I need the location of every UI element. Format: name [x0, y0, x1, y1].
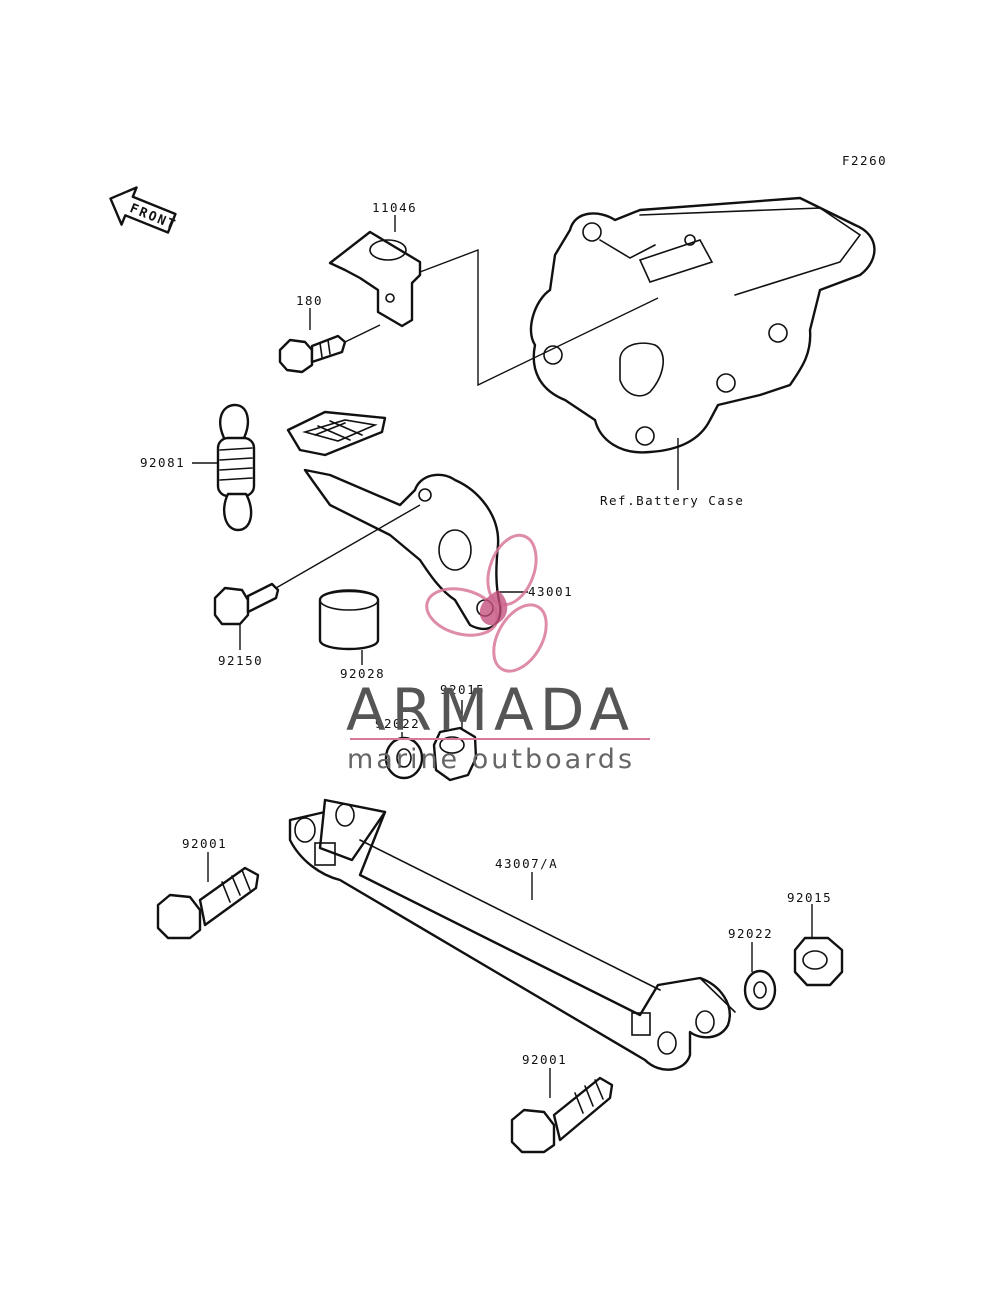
label-92150: 92150 — [218, 653, 263, 668]
label-92001-bottom: 92001 — [522, 1052, 567, 1067]
spring-92081 — [216, 403, 256, 532]
nut-92015-top — [432, 726, 478, 782]
nut-92015-right — [793, 936, 844, 987]
label-11046: 11046 — [372, 200, 417, 215]
watermark-brand: ARMADA — [346, 676, 635, 744]
bolt-92001-bottom — [510, 1076, 614, 1154]
label-43007a: 43007/A — [495, 856, 558, 871]
label-92028: 92028 — [340, 666, 385, 681]
label-92015-right: 92015 — [787, 890, 832, 905]
watermark-tagline: marine outboards — [347, 744, 635, 775]
clamp-11046 — [328, 230, 422, 328]
label-92022-right: 92022 — [728, 926, 773, 941]
washer-92022-right — [743, 969, 777, 1011]
ref-label: Ref.Battery Case — [600, 493, 744, 508]
diagram-code: F2260 — [842, 153, 887, 168]
bolt-180 — [278, 334, 347, 374]
collar-92028 — [318, 589, 380, 651]
label-180: 180 — [296, 293, 323, 308]
label-92015-top: 92015 — [440, 682, 485, 697]
label-43001: 43001 — [528, 584, 573, 599]
armada-logo — [425, 533, 548, 673]
watermark-divider — [350, 738, 650, 740]
label-92081: 92081 — [140, 455, 185, 470]
bolt-92150 — [213, 582, 280, 626]
rod-43007a — [288, 798, 736, 1071]
bolt-92001-left — [156, 866, 260, 940]
front-arrow-icon: FRONT — [109, 186, 179, 234]
battery-case-bracket — [529, 196, 876, 490]
label-92022-top: 92022 — [375, 716, 420, 731]
label-92001-left: 92001 — [182, 836, 227, 851]
